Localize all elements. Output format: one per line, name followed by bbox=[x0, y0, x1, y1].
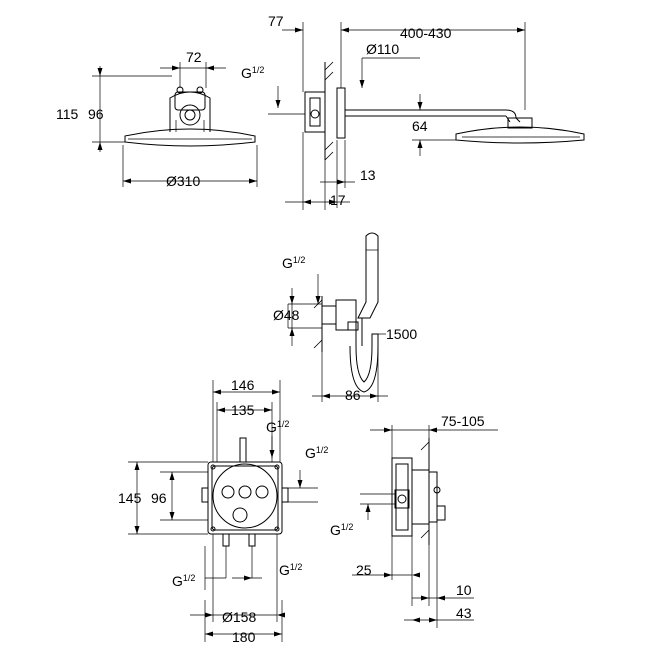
head-shower-front-view: 72 115 96 Ø310 bbox=[56, 49, 258, 189]
valve-box-width-label: 180 bbox=[232, 629, 256, 645]
hand-projection-label: 86 bbox=[345, 387, 361, 403]
side-depth-c-label: 43 bbox=[456, 605, 472, 621]
valve-top-thread-label: G1/2 bbox=[266, 419, 289, 435]
valve-front-view: 146 135 G1/2 G1/2 145 96 G1/2 G1/2 bbox=[118, 377, 328, 645]
head-width-label: 72 bbox=[186, 49, 202, 65]
valve-height-a-label: 145 bbox=[118, 490, 142, 506]
hose-length-label: 1500 bbox=[386, 326, 417, 342]
valve-bl-thread-label: G1/2 bbox=[172, 573, 195, 589]
side-depth-b-label: 10 bbox=[456, 582, 472, 598]
valve-outer-width-label: 146 bbox=[231, 377, 255, 393]
valve-side-view: 75-105 G1/2 25 10 43 bbox=[330, 413, 498, 628]
side-depth-a-label: 25 bbox=[356, 562, 372, 578]
depth-a-label: 13 bbox=[360, 167, 376, 183]
depth-b-label: 17 bbox=[330, 192, 346, 208]
head-height-b-label: 96 bbox=[88, 106, 104, 122]
valve-br-thread-label: G1/2 bbox=[279, 562, 302, 578]
flange-diameter-label: Ø110 bbox=[366, 41, 399, 57]
hand-thread-label: G1/2 bbox=[282, 255, 305, 271]
side-valve-thread-label: G1/2 bbox=[330, 522, 353, 538]
valve-plate-diameter-label: Ø158 bbox=[222, 609, 256, 625]
drop-label: 64 bbox=[412, 118, 428, 134]
side-thread-label: G1/2 bbox=[241, 65, 264, 81]
arm-length-label: 400-430 bbox=[400, 25, 452, 41]
valve-inner-width-label: 135 bbox=[231, 402, 255, 418]
valve-height-b-label: 96 bbox=[151, 490, 167, 506]
head-shower-side-view: 77 400-430 Ø110 G1/2 64 13 17 bbox=[241, 13, 585, 210]
head-height-a-label: 115 bbox=[56, 106, 79, 122]
hand-shower-view: G1/2 Ø48 1500 86 bbox=[273, 232, 417, 403]
head-diameter-label: Ø310 bbox=[166, 173, 200, 189]
elbow-diameter-label: Ø48 bbox=[273, 307, 300, 323]
valve-right-thread-label: G1/2 bbox=[305, 445, 328, 461]
side-offset-label: 77 bbox=[268, 13, 284, 29]
install-depth-label: 75-105 bbox=[441, 413, 485, 429]
